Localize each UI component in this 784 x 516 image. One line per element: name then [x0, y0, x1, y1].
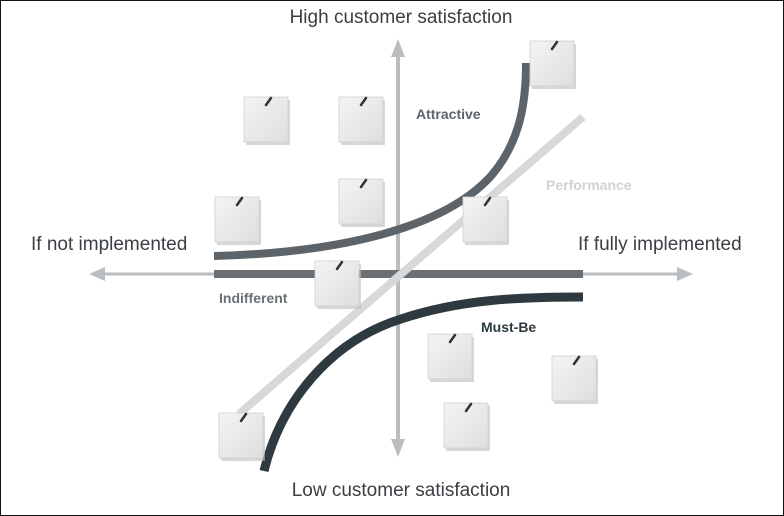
sticky-note — [462, 196, 509, 245]
sticky-note — [529, 40, 576, 89]
arrow-down-icon — [391, 439, 405, 457]
sticky-note — [443, 402, 490, 451]
pin-icon — [572, 355, 581, 366]
label-low-satisfaction: Low customer satisfaction — [291, 480, 511, 501]
pin-icon — [335, 260, 344, 271]
label-not-implemented: If not implemented — [31, 234, 188, 255]
pin-icon — [483, 196, 492, 207]
label-attractive: Attractive — [416, 106, 481, 122]
sticky-note — [214, 196, 261, 245]
label-indifferent: Indifferent — [219, 290, 288, 306]
pin-icon — [239, 412, 248, 423]
attractive-curve — [213, 62, 530, 260]
label-high-satisfaction: High customer satisfaction — [289, 7, 513, 28]
sticky-note — [243, 96, 290, 145]
performance-line — [236, 113, 586, 418]
label-performance: Performance — [546, 177, 632, 193]
must-be-curve — [259, 292, 584, 473]
pin-icon — [264, 96, 273, 107]
sticky-note — [218, 412, 265, 461]
arrow-up-icon — [391, 39, 405, 57]
pin-icon — [448, 333, 457, 344]
label-must-be: Must-Be — [481, 319, 537, 335]
pin-icon — [464, 402, 473, 413]
label-fully-implemented: If fully implemented — [578, 234, 742, 255]
arrow-left-icon — [89, 267, 105, 281]
pin-icon — [235, 196, 244, 207]
pin-icon — [359, 96, 368, 107]
sticky-note — [338, 178, 385, 227]
sticky-note — [314, 260, 361, 309]
arrow-right-icon — [677, 267, 693, 281]
sticky-note — [551, 355, 598, 404]
pin-icon — [550, 40, 559, 51]
vertical-axis — [391, 39, 405, 457]
pin-icon — [359, 178, 368, 189]
sticky-note — [427, 333, 474, 382]
sticky-note — [338, 96, 385, 145]
sticky-notes — [214, 40, 598, 461]
